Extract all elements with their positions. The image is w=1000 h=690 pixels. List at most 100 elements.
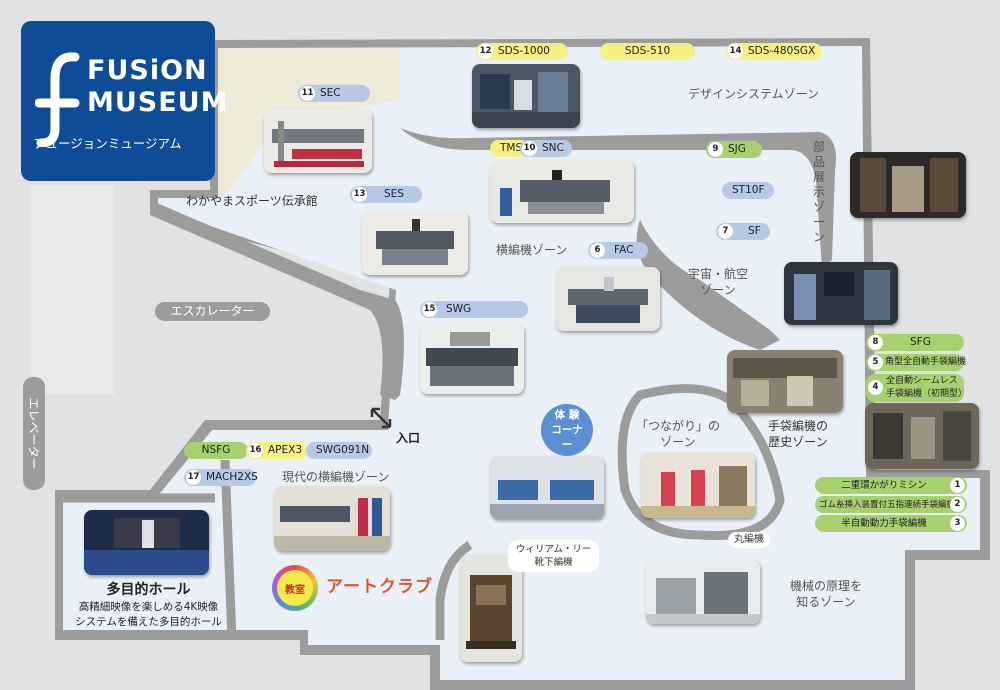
label-text: ゴム糸挿入装置付五指連続手袋編機 bbox=[819, 500, 956, 510]
photo-tsunagari[interactable] bbox=[641, 452, 755, 518]
left-corridor bbox=[30, 185, 114, 395]
escalator-label: エスカレーター bbox=[155, 302, 270, 321]
photo-glove-machines[interactable] bbox=[865, 403, 979, 469]
label-swg091n[interactable]: SWG091N bbox=[306, 442, 372, 459]
photo-gendai[interactable] bbox=[274, 486, 390, 551]
label-num: 10 bbox=[522, 141, 537, 156]
kyoshitsu-inner: 教室 bbox=[277, 570, 313, 606]
entrance-arrow-icon bbox=[370, 407, 392, 429]
fusion-logo-mark bbox=[35, 52, 80, 147]
zone-yokoami: 横編機ゾーン bbox=[496, 243, 568, 257]
wall-mid bbox=[435, 541, 473, 640]
label-text: SEC bbox=[320, 87, 341, 99]
label-text: SJG bbox=[728, 143, 746, 155]
label-snc[interactable]: 10 SNC bbox=[520, 140, 572, 157]
label-text: TMS bbox=[500, 142, 523, 154]
photo-hall[interactable] bbox=[84, 510, 209, 575]
label-num: 13 bbox=[352, 187, 367, 202]
zone-tebukuro-line2: 歴史ゾーン bbox=[768, 435, 828, 449]
zone-design: デザインシステムゾーン bbox=[688, 87, 820, 101]
label-text-line2: 手袋編機（初期型） bbox=[886, 389, 968, 399]
label-mach2xs[interactable]: 17 MACH2XS bbox=[184, 469, 258, 486]
label-text: SES bbox=[384, 188, 404, 200]
label-num: 17 bbox=[186, 470, 201, 485]
label-sds-480sgx[interactable]: 14 SDS-480SGX bbox=[726, 43, 822, 60]
label-num: 15 bbox=[422, 302, 437, 317]
zone-kikai: 機械の原理を 知るゾーン bbox=[790, 578, 862, 610]
label-text: SFG bbox=[910, 336, 931, 348]
photo-taiken[interactable] bbox=[490, 456, 604, 519]
zone-space-text: 宇宙・航空ゾーン bbox=[688, 267, 749, 297]
label-text: 半自動動力手袋編機 bbox=[841, 518, 927, 529]
zone-tebukuro: 手袋編機の 歴史ゾーン bbox=[768, 418, 828, 450]
photo-william-lee[interactable] bbox=[460, 555, 522, 662]
photo-ses[interactable] bbox=[362, 211, 468, 275]
label-st10f[interactable]: ST10F bbox=[722, 182, 774, 199]
art-club-label: アートクラブ bbox=[326, 577, 433, 597]
zone-parts: 部品展示ゾーン bbox=[812, 140, 826, 245]
zone-william: ウィリアム・リー 靴下編機 bbox=[508, 540, 600, 572]
label-num: 5 bbox=[868, 355, 883, 370]
label-sds-1000[interactable]: 12 SDS-1000 bbox=[476, 43, 568, 60]
zone-tebukuro-line1: 手袋編機の bbox=[768, 419, 829, 433]
zone-kikai-line1: 機械の原理を bbox=[790, 579, 863, 593]
photo-tms-snc[interactable] bbox=[490, 160, 634, 223]
taiken-corner-badge[interactable]: 体 験 コーナー bbox=[541, 404, 593, 456]
wall-upper bbox=[400, 128, 836, 268]
photo-fac[interactable] bbox=[556, 267, 660, 331]
label-ses[interactable]: 13 SES bbox=[350, 186, 422, 203]
zone-william-line1: ウィリアム・リー bbox=[516, 544, 592, 555]
zone-parts-text: 部品展示ゾーン bbox=[812, 140, 825, 244]
label-text: SNC bbox=[542, 142, 564, 154]
photo-swg[interactable] bbox=[420, 324, 524, 394]
label-sjg[interactable]: 9 SJG bbox=[706, 141, 762, 158]
label-text: NSFG bbox=[201, 444, 231, 456]
photo-space[interactable] bbox=[784, 262, 898, 325]
zone-tsunagari-line1: 「つながり」の bbox=[636, 419, 721, 433]
label-sds-510[interactable]: SDS-510 bbox=[600, 43, 695, 60]
elevator-label: エレベーター bbox=[23, 377, 45, 490]
photo-glove-history[interactable] bbox=[727, 350, 843, 413]
logo-line1: FUSiON bbox=[87, 55, 208, 86]
zone-gendai: 現代の横編機ゾーン bbox=[282, 470, 390, 484]
elevator-text: エレベーター bbox=[26, 397, 41, 470]
zone-kikai-line2: 知るゾーン bbox=[796, 595, 856, 609]
label-text: SWG091N bbox=[316, 444, 370, 456]
label-num: 14 bbox=[728, 44, 743, 59]
label-num: 9 bbox=[708, 142, 723, 157]
zone-william-line2: 靴下編機 bbox=[534, 557, 573, 568]
photo-sec[interactable] bbox=[264, 109, 372, 173]
label-text: 角型全自動手袋編機 bbox=[885, 357, 967, 367]
label-text: SWG bbox=[446, 303, 472, 315]
hall-desc2: システムを備えた多目的ホール bbox=[75, 616, 222, 628]
wall-diagonal bbox=[636, 220, 780, 350]
kyoshitsu-badge[interactable]: 教室 bbox=[272, 565, 318, 611]
label-text: MACH2XS bbox=[206, 471, 258, 483]
logo-subtitle: フュージョンミュージアム bbox=[33, 136, 182, 151]
label-swg[interactable]: 15 SWG bbox=[420, 301, 528, 318]
label-num: 12 bbox=[478, 44, 493, 59]
label-text: 全自動シームレス bbox=[886, 376, 958, 386]
label-text: SF bbox=[748, 225, 761, 237]
photo-parts-1[interactable] bbox=[850, 152, 966, 218]
label-nsfg[interactable]: NSFG bbox=[184, 442, 248, 459]
label-text: SDS-510 bbox=[624, 45, 671, 57]
taiken-text: 体 験 コーナー bbox=[551, 408, 583, 451]
zone-maruami: 丸編機 bbox=[728, 532, 770, 548]
museum-logo[interactable]: FUSiON MUSEUM フュージョンミュージアム bbox=[21, 21, 227, 181]
photo-kikai[interactable] bbox=[646, 560, 760, 624]
hall-title: 多目的ホール bbox=[106, 582, 191, 598]
photo-design-zone[interactable] bbox=[472, 64, 580, 128]
label-text: SDS-1000 bbox=[498, 45, 550, 57]
label-text: SDS-480SGX bbox=[748, 45, 816, 57]
